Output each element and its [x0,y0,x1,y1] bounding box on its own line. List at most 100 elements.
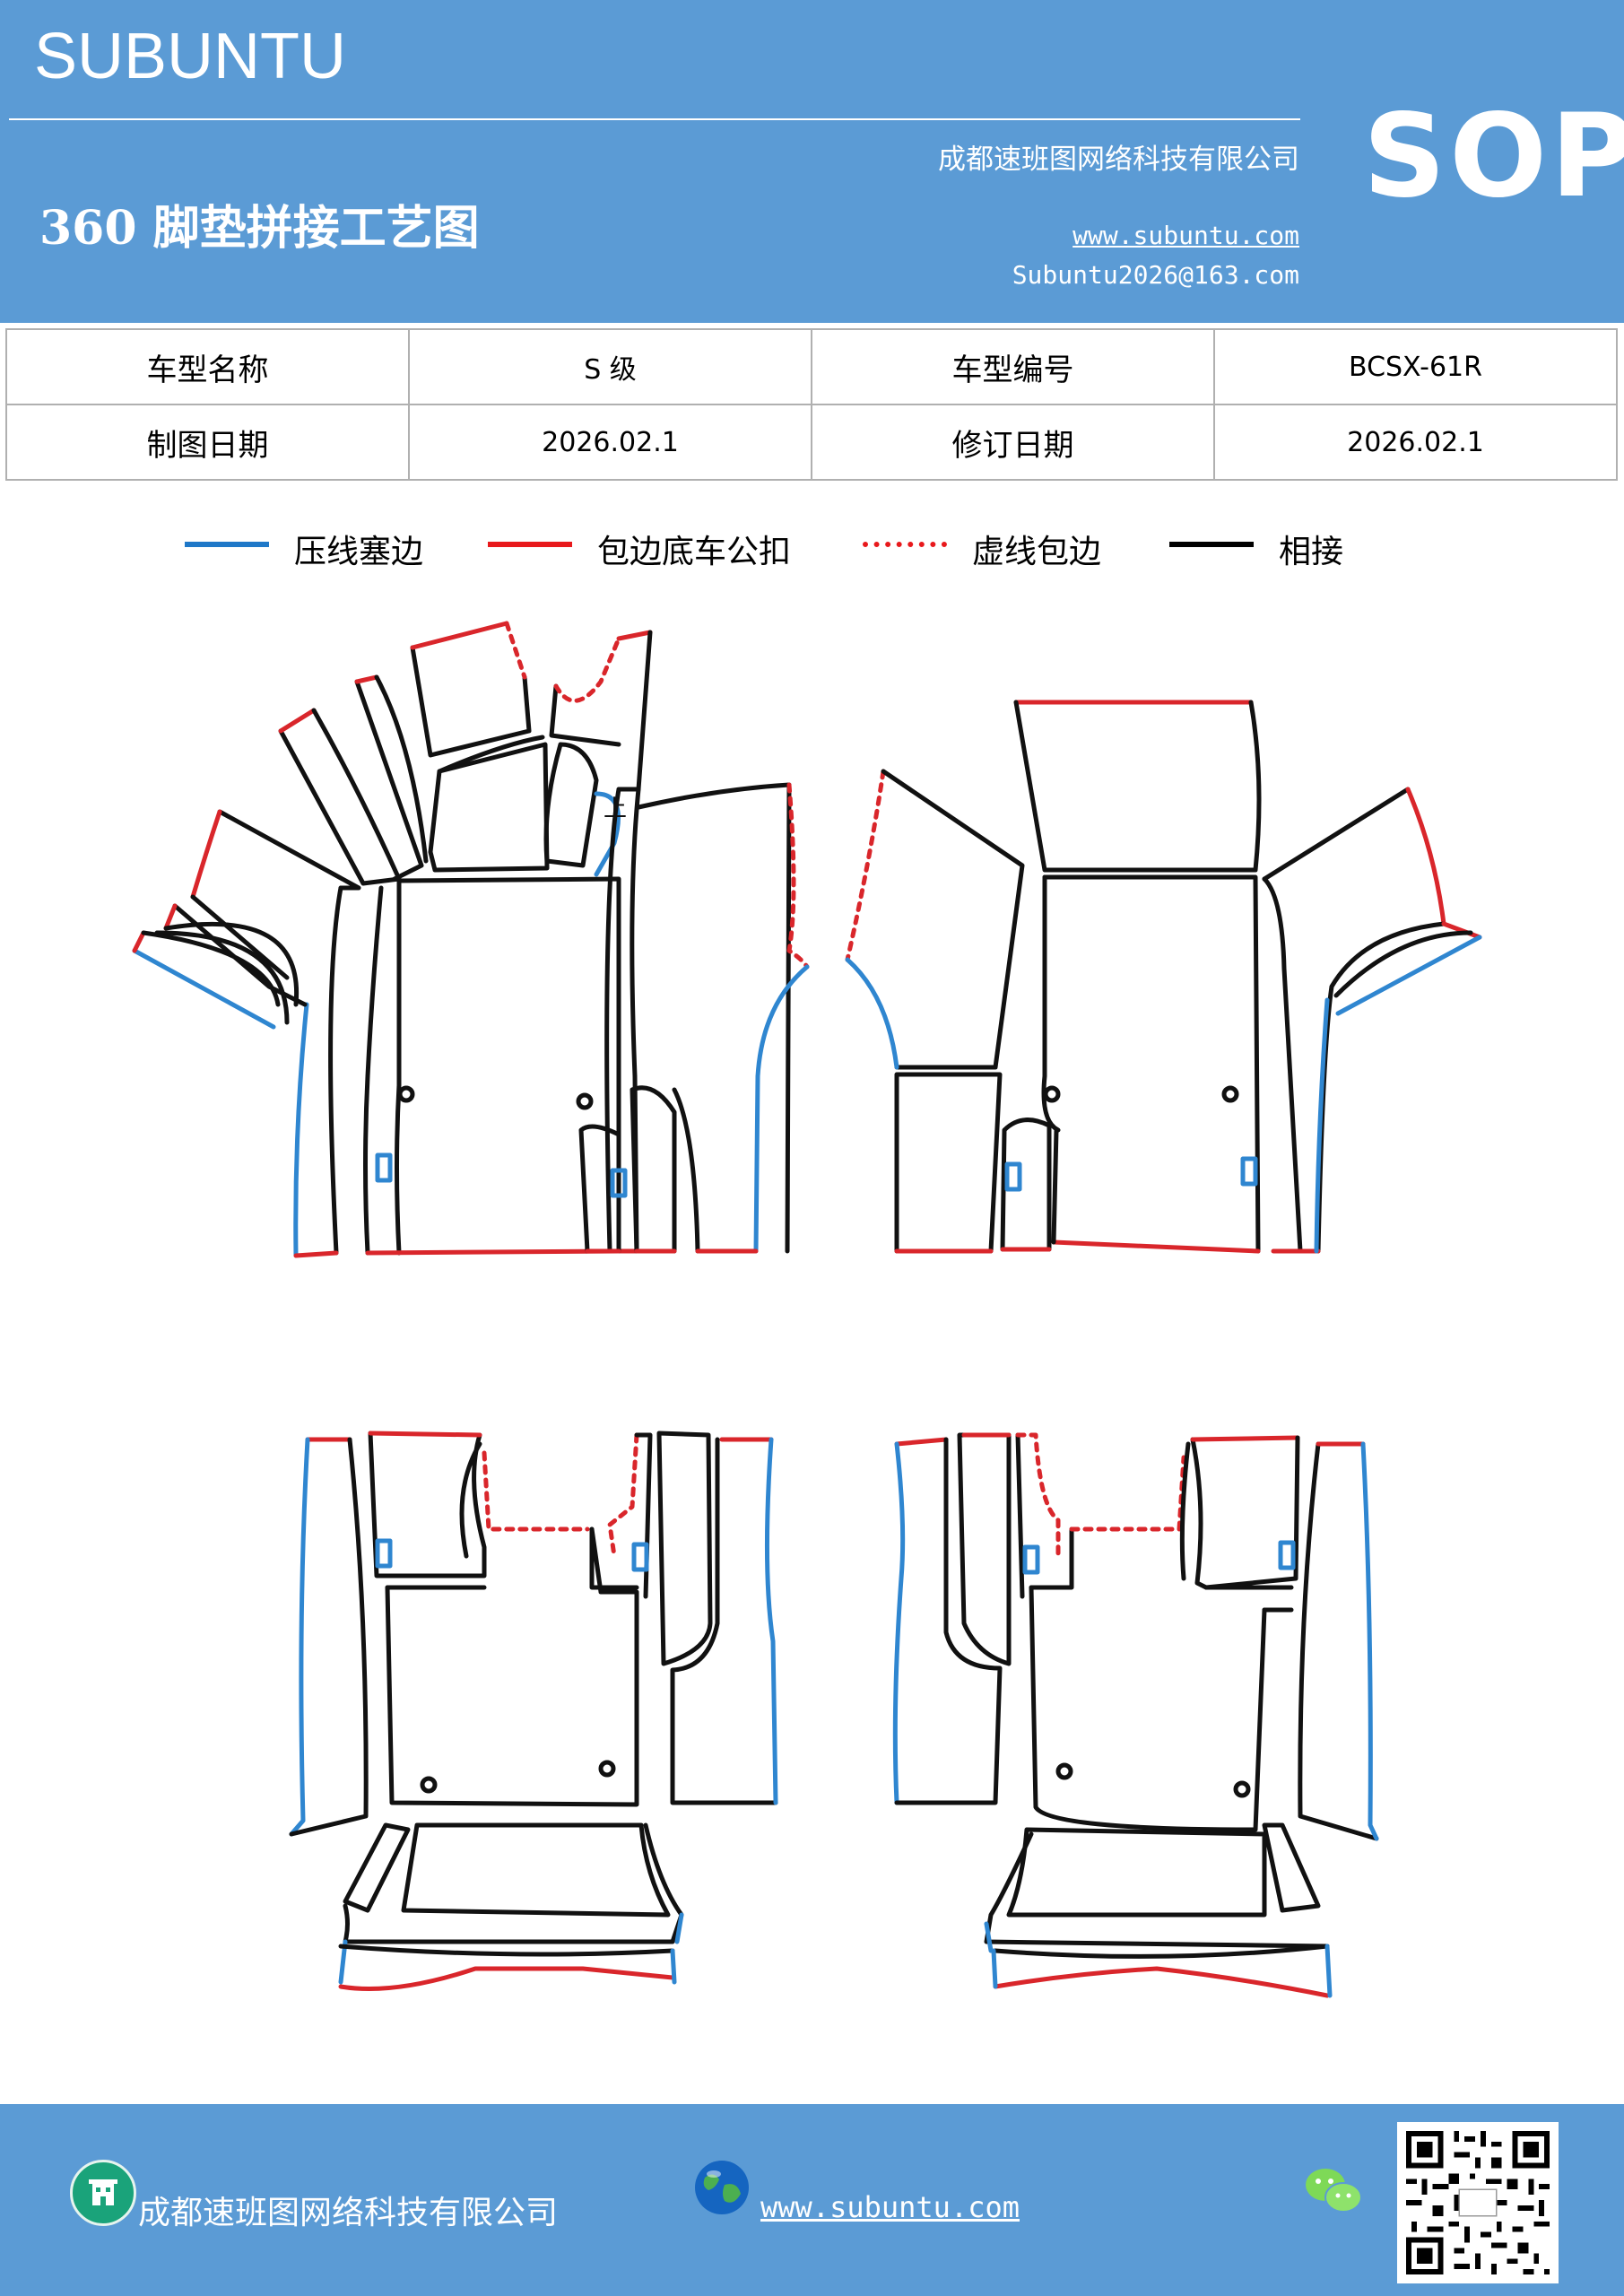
email-address: Subuntu2026@163.com [1012,260,1299,290]
edge-red-binding [190,809,222,900]
page-header: SUBUNTU 360 脚垫拼接工艺图 成都速班图网络科技有限公司 www.su… [0,0,1624,323]
mat-fixing-hole [1221,1085,1239,1103]
edge-red-binding [894,1437,949,1447]
edge-red-binding [410,621,509,650]
mat-outline [589,1526,639,1590]
mat-outline [1051,1127,1059,1245]
footer-company-name: 成都速班图网络科技有限公司 [138,2195,559,2231]
edge-red-dotted [504,621,527,680]
mat-outline [1042,874,1261,1254]
edge-red-binding [1441,921,1482,940]
mat-outline [1298,1441,1379,1841]
edge-red-dotted [607,1432,639,1559]
edge-blue-press [670,1948,677,1985]
edge-blue-press [892,1441,906,1805]
mat-fixing-hole [1043,1085,1061,1103]
header-divider [9,118,1300,120]
mat-outline [549,683,621,747]
mat-outline [154,930,290,1025]
legend-swatch-red-dotted [863,542,947,547]
website-link[interactable]: www.subuntu.com [1073,221,1299,250]
mat-clip [375,1538,393,1569]
label-model-code: 车型编号 [811,328,1215,405]
edge-blue-press [132,948,276,1030]
mat-group-front-left: 上 [132,621,810,1258]
mat-outline [395,878,402,1256]
edge-red-binding [354,674,379,684]
edge-blue-press [764,1437,778,1805]
mat-outline [1006,1827,1267,1918]
legend-swatch-blue [185,542,269,547]
mat-outline [543,742,599,868]
mat-outline [1203,1435,1300,1590]
floor-mat-diagram: .k { stroke: #111111; stroke-width: 5; }… [132,621,1482,1998]
mat-outline [1029,1526,1074,1590]
vehicle-spec-table: 车型名称 S 级 车型编号 BCSX-61R 制图日期 2026.02.1 修订… [5,328,1618,481]
value-model-name: S 级 [408,328,812,405]
mat-fixing-hole [1055,1762,1073,1780]
mat-clip [1022,1544,1040,1575]
mat-outline [616,630,653,792]
edge-red-binding [368,1431,482,1438]
mat-outline [993,1944,1330,1959]
brand-name: SUBUNTU [34,21,347,92]
mat-outline [1333,930,1473,998]
legend-label: 虚线包边 [972,534,1102,570]
mat-outline [363,885,384,1256]
mat-outline [410,645,532,758]
mat-outline [578,1124,621,1254]
edge-blue-press [991,1948,998,1989]
edge-red-dotted [845,769,886,962]
wechat-icon[interactable] [1302,2163,1365,2217]
mat-outline [1000,1118,1052,1252]
edge-red-binding [616,630,653,641]
mat-outline [634,1432,653,1599]
edge-blue-press [753,964,810,1254]
edge-red-dotted [482,1450,590,1532]
mat-outline [343,1822,684,1944]
legend-label: 包边底车公扣 [597,534,792,570]
mat-outline [354,679,424,882]
mat-fixing-hole [576,1092,594,1110]
edge-red-binding [338,1966,675,1991]
edge-blue-press [984,1921,994,1953]
mat-outline [289,1437,369,1837]
mat-outline [396,876,621,1254]
mat-outline [401,1822,671,1918]
edge-red-dotted [1015,1432,1061,1559]
mat-clip [375,1152,393,1183]
mat-group-rear-right [892,1432,1379,1998]
mat-outline [278,728,402,886]
mat-clip [1240,1156,1258,1187]
mat-outline [1041,874,1061,1133]
legend-label: 相接 [1279,534,1344,570]
legend-swatch-black [1169,542,1254,547]
mat-clip [1004,1161,1022,1192]
mat-fixing-hole [1233,1780,1251,1798]
edge-blue-press [845,957,899,1070]
footer-website-link[interactable]: www.subuntu.com [760,2190,1020,2224]
label-draw-date: 制图日期 [5,404,410,481]
mat-outline [190,894,290,980]
edge-red-binding [163,903,178,931]
mat-outline [1179,1441,1191,1581]
value-draw-date: 2026.02.1 [408,404,812,481]
mat-outline [328,885,343,1256]
mat-outline [1013,700,1262,873]
edge-blue-press [289,1437,310,1837]
edge-red-binding [278,708,317,734]
line-legend: 压线塞边 包边底车公扣 虚线包边 相接 [179,520,1453,574]
legend-swatch-red [488,542,572,547]
edge-blue-press [1324,1944,1333,1998]
mat-clip [631,1542,649,1572]
mat-outline [343,1822,411,1913]
edge-blue-press [1314,997,1330,1254]
mat-clip [1278,1540,1296,1570]
mat-outline [604,787,621,1254]
mat-outline [894,1437,1003,1805]
mat-group-front-right [845,700,1482,1254]
mat-outline [630,787,641,1254]
globe-icon [692,2158,751,2217]
edge-red-binding [293,1250,339,1258]
mat-outline [1316,921,1446,1254]
